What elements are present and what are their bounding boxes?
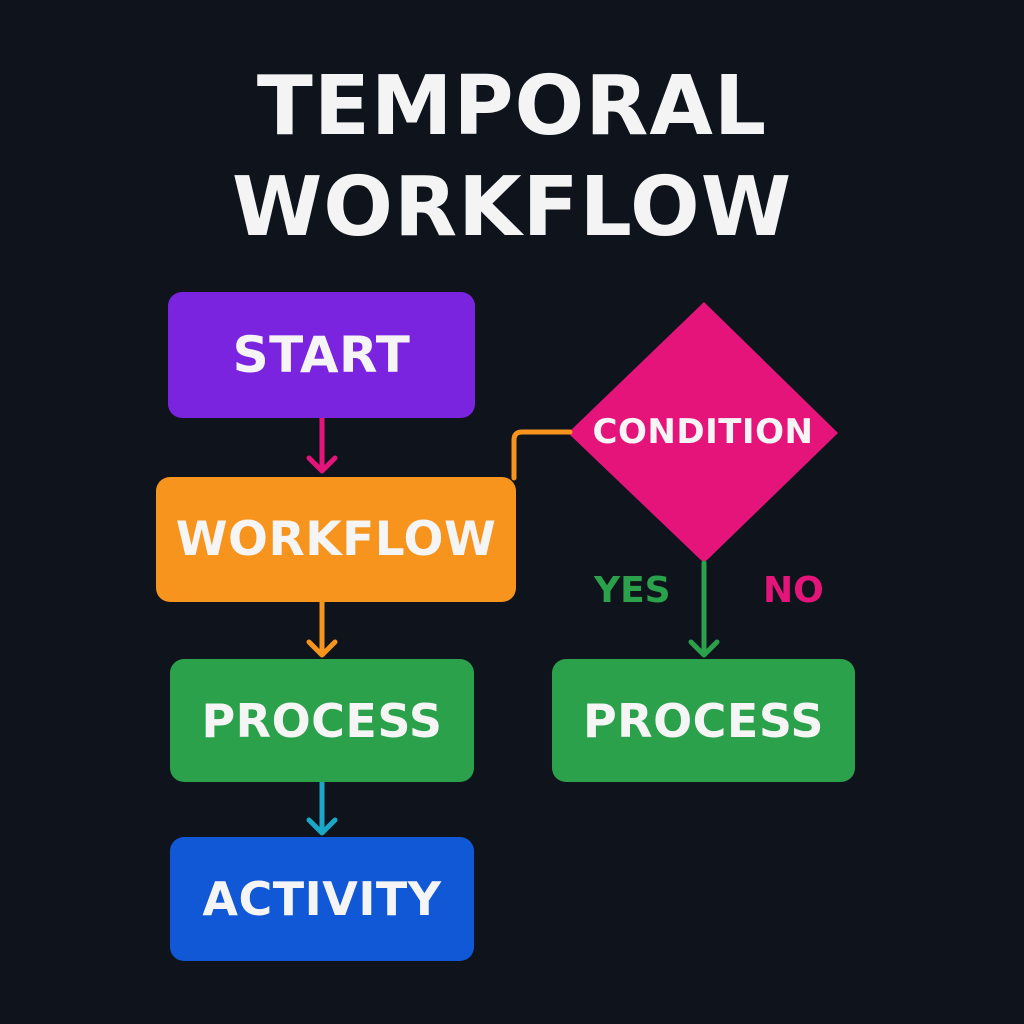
connector-workflow-to-process (306, 599, 338, 658)
title-line-2: WORKFLOW (231, 160, 793, 255)
connector-process-to-activity (306, 779, 338, 836)
connector-condition-to-process (688, 560, 720, 658)
workflow-node: WORKFLOW (156, 477, 516, 602)
condition-diamond (568, 302, 838, 563)
branch-no-label: NO (763, 570, 824, 611)
branch-yes-label: YES (594, 570, 671, 611)
start-node: START (168, 292, 475, 418)
title-line-1: TEMPORAL (256, 59, 768, 154)
process-node-right: PROCESS (552, 659, 855, 782)
connector-condition-to-workflow (511, 429, 573, 481)
process-node-left: PROCESS (170, 659, 474, 782)
activity-node: ACTIVITY (170, 837, 474, 961)
condition-label: CONDITION (592, 412, 814, 452)
connector-start-to-workflow (306, 415, 338, 474)
